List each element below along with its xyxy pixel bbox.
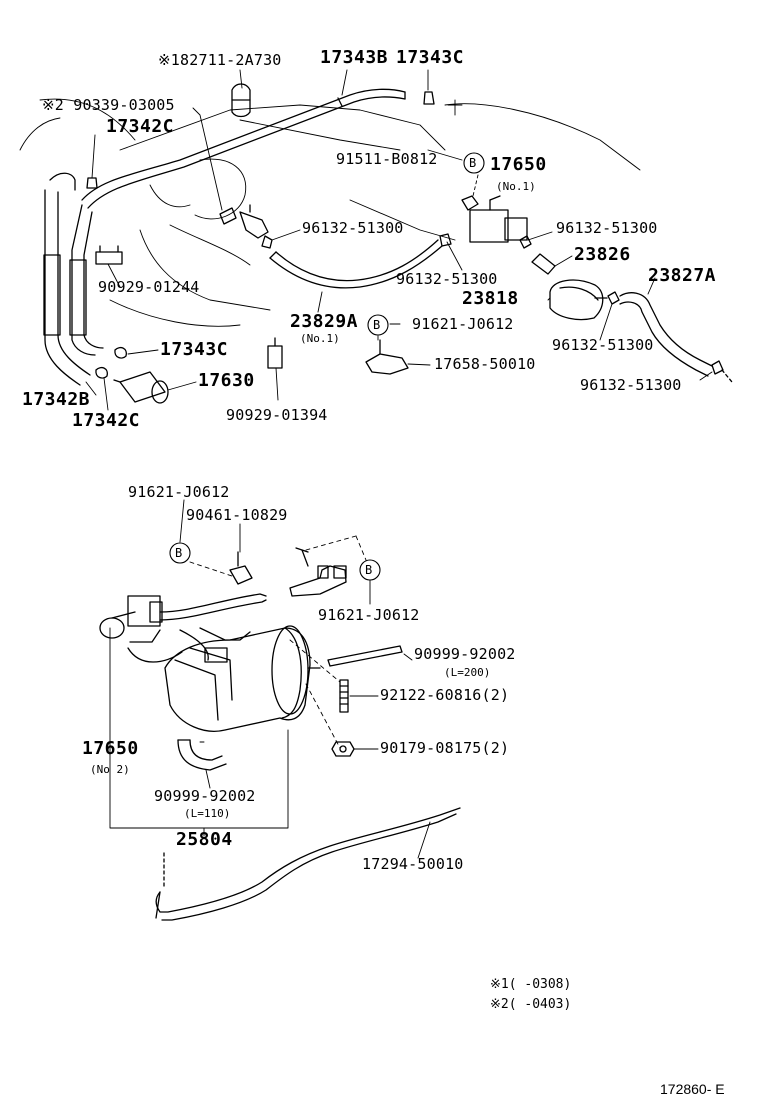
engine-outline bbox=[20, 99, 640, 326]
dashed-guides bbox=[190, 536, 366, 748]
label-17343C-top: 17343C bbox=[396, 47, 465, 68]
hose-17342B bbox=[44, 173, 103, 385]
label-91621-J0612-top: 91621-J0612 bbox=[412, 315, 514, 333]
callout-b-4: B bbox=[365, 563, 373, 577]
nut-90179 bbox=[332, 742, 354, 756]
fitting-90339 bbox=[220, 205, 268, 238]
stud-92122 bbox=[340, 680, 348, 712]
label-17650-no2: 17650 bbox=[82, 738, 139, 759]
label-92122-60816: 92122-60816(2) bbox=[380, 686, 510, 704]
canister-25804 bbox=[165, 626, 320, 731]
label-17342B: 17342B bbox=[22, 389, 91, 410]
note-1: ※1( -0308) bbox=[490, 977, 572, 992]
callout-circles bbox=[170, 153, 484, 580]
label-17650-no2-sub: (No 2) bbox=[90, 763, 130, 776]
callout-b-3: B bbox=[175, 546, 183, 560]
label-17658-50010: 17658-50010 bbox=[434, 355, 536, 373]
filter-23818 bbox=[550, 280, 607, 319]
label-90999-92002-b: 90999-92002 bbox=[154, 787, 256, 805]
callout-b-1: B bbox=[469, 156, 477, 170]
bracket-91621-right bbox=[290, 548, 346, 596]
label-23818: 23818 bbox=[462, 288, 519, 309]
label-17650-no1-sub: (No.1) bbox=[496, 180, 536, 193]
label-23829A-sub: (No.1) bbox=[300, 332, 340, 345]
label-96132-51300-c: 96132-51300 bbox=[396, 270, 498, 288]
label-90179-08175: 90179-08175(2) bbox=[380, 739, 510, 757]
vsv-17650-no2 bbox=[100, 596, 182, 662]
label-17343B: 17343B bbox=[320, 47, 389, 68]
label-90339-03005: ※2 90339-03005 bbox=[42, 96, 175, 114]
label-17294-50010: 17294-50010 bbox=[362, 855, 464, 873]
vsv-17650-no1 bbox=[462, 196, 527, 242]
sensor-17630 bbox=[114, 372, 168, 403]
label-96132-51300-d: 96132-51300 bbox=[552, 336, 654, 354]
label-90929-01244: 90929-01244 bbox=[98, 278, 200, 296]
label-90929-01394: 90929-01394 bbox=[226, 406, 328, 424]
label-17343C-mid: 17343C bbox=[160, 339, 229, 360]
diagram-code: 172860- E bbox=[660, 1081, 725, 1097]
label-90999-92002-a: 90999-92002 bbox=[414, 645, 516, 663]
label-23826: 23826 bbox=[574, 244, 631, 265]
clamp-17343C-top bbox=[424, 92, 434, 104]
label-182711-2A730: ※182711-2A730 bbox=[158, 51, 282, 69]
hoses-bottom bbox=[160, 594, 266, 660]
connector-90929-01244 bbox=[96, 246, 122, 264]
connector-90929-01394 bbox=[268, 338, 282, 368]
label-90999-92002-a-sub: (L=200) bbox=[444, 666, 491, 679]
label-23827A: 23827A bbox=[648, 265, 717, 286]
callout-b-2: B bbox=[373, 318, 381, 332]
hose-90999-L200 bbox=[328, 646, 402, 666]
label-91621-J0612-b1: 91621-J0612 bbox=[128, 483, 230, 501]
leaders-bottom bbox=[110, 500, 430, 858]
hose-23827A bbox=[620, 293, 732, 382]
label-25804: 25804 bbox=[176, 829, 233, 850]
bracket-90461 bbox=[230, 552, 252, 584]
label-91621-J0612-b2: 91621-J0612 bbox=[318, 606, 420, 624]
label-90999-92002-b-sub: (L=110) bbox=[184, 807, 231, 820]
label-17342C-bot: 17342C bbox=[72, 410, 141, 431]
label-96132-51300-b: 96132-51300 bbox=[556, 219, 658, 237]
leaders-top bbox=[86, 70, 712, 410]
hose-23829A bbox=[270, 240, 442, 288]
clips bbox=[87, 178, 723, 378]
label-17650-no1: 17650 bbox=[490, 154, 547, 175]
label-90461-10829: 90461-10829 bbox=[186, 506, 288, 524]
hose-17294 bbox=[156, 808, 460, 920]
label-91511-B0812: 91511-B0812 bbox=[336, 150, 438, 168]
label-23829A: 23829A bbox=[290, 311, 359, 332]
hose-23826 bbox=[532, 254, 555, 274]
label-96132-51300-a: 96132-51300 bbox=[302, 219, 404, 237]
clamp-182711 bbox=[232, 84, 250, 117]
note-2: ※2( -0403) bbox=[490, 997, 572, 1012]
label-17630: 17630 bbox=[198, 370, 255, 391]
hose-90999-L110 bbox=[178, 740, 226, 770]
label-17342C-top: 17342C bbox=[106, 116, 175, 137]
bracket-17658 bbox=[366, 340, 408, 374]
label-96132-51300-e: 96132-51300 bbox=[580, 376, 682, 394]
hose-17343B bbox=[82, 89, 405, 208]
